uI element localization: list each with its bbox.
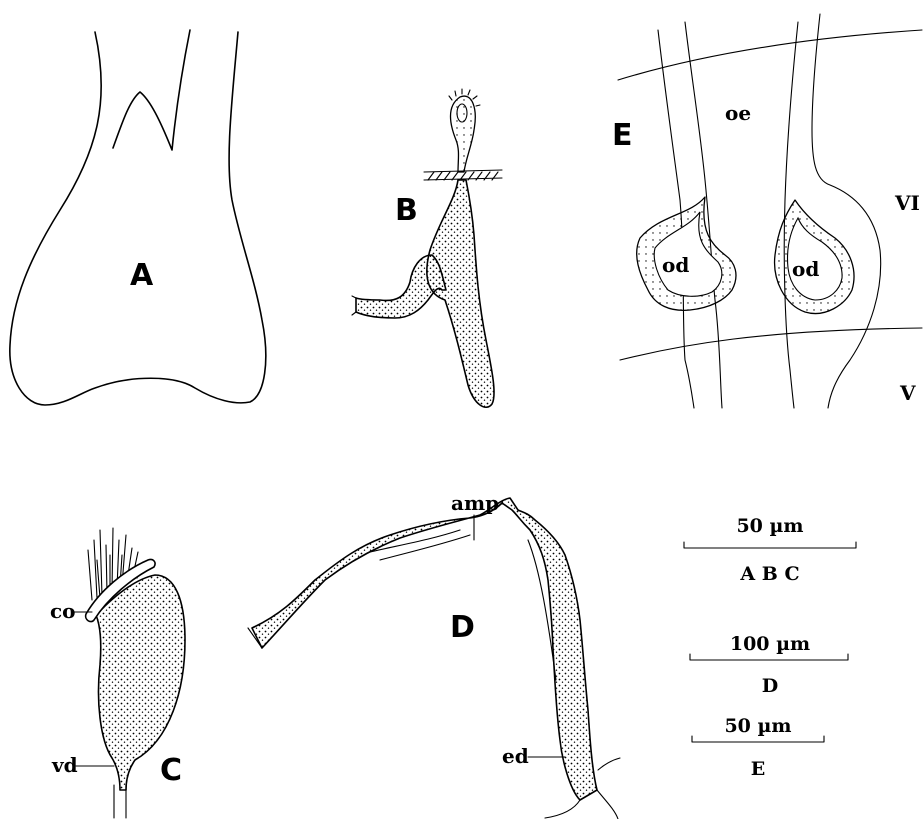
panel-label-a: A	[130, 258, 154, 293]
septum-hatch	[424, 170, 502, 180]
panel-a-drawing	[10, 30, 266, 405]
panel-d-drawing	[248, 498, 620, 819]
panel-label-c: C	[160, 753, 182, 788]
panel-label-b: B	[395, 193, 418, 228]
label-od-left: od	[662, 253, 689, 277]
label-od-right: od	[792, 257, 819, 281]
label-oe: oe	[725, 101, 751, 125]
label-vd: vd	[51, 753, 78, 777]
panel-label-d: D	[450, 610, 475, 645]
label-segment-vi: VI	[894, 191, 920, 215]
label-ed: ed	[502, 744, 529, 768]
scale-bar-d-target: D	[762, 675, 778, 697]
scale-bar-abc-target: A B C	[739, 563, 799, 585]
panel-e-drawing	[618, 14, 922, 408]
scale-bar-d-length: 100 µm	[730, 633, 810, 655]
scale-bar-abc: 50 µm A B C	[684, 515, 856, 585]
scale-bar-e: 50 µm E	[692, 715, 824, 780]
scale-bar-abc-length: 50 µm	[736, 515, 803, 537]
panel-label-e: E	[612, 118, 633, 153]
scale-bar-e-target: E	[751, 758, 765, 780]
label-amp: amp	[451, 491, 499, 515]
scale-bar-e-length: 50 µm	[724, 715, 791, 737]
label-segment-v: V	[899, 381, 916, 405]
panel-b-drawing	[352, 89, 502, 407]
label-co: co	[50, 599, 76, 623]
scale-bar-d: 100 µm D	[690, 633, 848, 697]
